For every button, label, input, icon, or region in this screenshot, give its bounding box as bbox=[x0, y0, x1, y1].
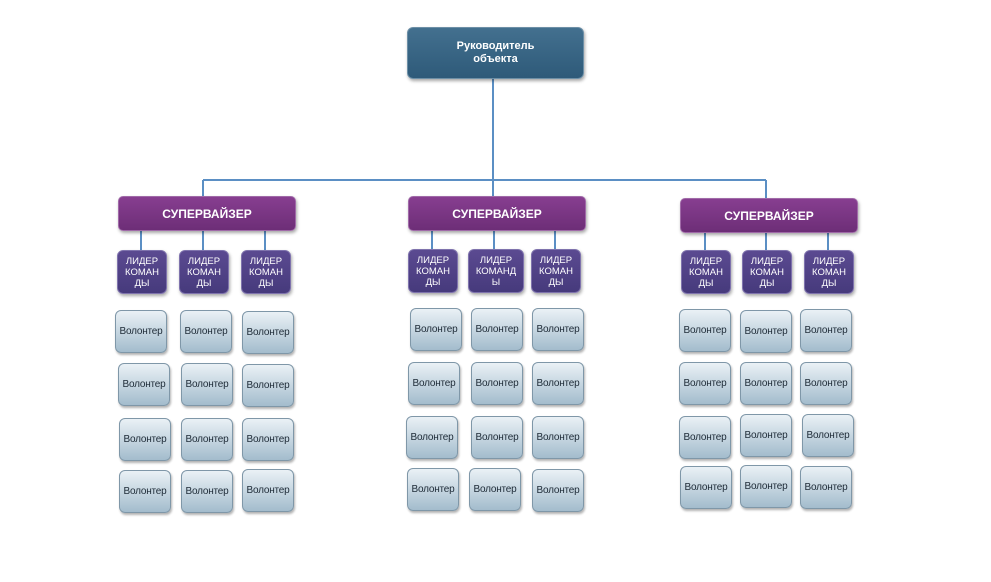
volunteer-box: Волонтер bbox=[800, 309, 852, 352]
volunteer-box: Волонтер bbox=[740, 414, 792, 457]
team-leader-box: ЛИДЕР КОМАНД Ы bbox=[468, 249, 524, 293]
supervisor-label: СУПЕРВАЙЗЕР bbox=[724, 208, 814, 223]
volunteer-box: Волонтер bbox=[118, 363, 170, 406]
leader-label-line: ДЫ bbox=[258, 277, 274, 289]
supervisor-box: СУПЕРВАЙЗЕР bbox=[408, 196, 586, 231]
leader-label-line: КОМАНД bbox=[475, 265, 517, 277]
volunteer-box: Волонтер bbox=[242, 469, 294, 512]
volunteer-box: Волонтер bbox=[471, 308, 523, 351]
volunteer-box: Волонтер bbox=[115, 310, 167, 353]
leader-label-line: ЛИДЕР bbox=[539, 254, 573, 266]
volunteer-box: Волонтер bbox=[800, 362, 852, 405]
volunteer-box: Волонтер bbox=[679, 416, 731, 459]
leader-label-line: ЛИДЕР bbox=[750, 255, 784, 267]
leader-label-line: ДЫ bbox=[134, 277, 150, 289]
volunteer-box: Волонтер bbox=[680, 466, 732, 509]
volunteer-box: Волонтер bbox=[740, 362, 792, 405]
volunteer-box: Волонтер bbox=[407, 468, 459, 511]
volunteer-box: Волонтер bbox=[532, 416, 584, 459]
supervisor-label: СУПЕРВАЙЗЕР bbox=[452, 206, 542, 221]
leader-label-line: ДЫ bbox=[759, 277, 775, 289]
leader-label-line: КОМАН bbox=[416, 265, 450, 277]
volunteer-box: Волонтер bbox=[406, 416, 458, 459]
volunteer-box: Волонтер bbox=[471, 362, 523, 405]
team-leader-box: ЛИДЕР КОМАН ДЫ bbox=[742, 250, 792, 294]
leader-label-line: КОМАН bbox=[812, 266, 846, 278]
volunteer-box: Волонтер bbox=[242, 311, 294, 354]
leader-label-line: Ы bbox=[491, 276, 501, 288]
head-label-line1: Руководитель bbox=[456, 40, 535, 52]
leader-label-line: КОМАН bbox=[539, 265, 573, 277]
supervisor-box: СУПЕРВАЙЗЕР bbox=[680, 198, 858, 233]
volunteer-box: Волонтер bbox=[800, 466, 852, 509]
head-box: Руководитель объекта bbox=[407, 27, 584, 79]
volunteer-box: Волонтер bbox=[242, 418, 294, 461]
volunteer-box: Волонтер bbox=[679, 362, 731, 405]
team-leader-box: ЛИДЕР КОМАН ДЫ bbox=[117, 250, 167, 294]
volunteer-box: Волонтер bbox=[181, 470, 233, 513]
volunteer-box: Волонтер bbox=[181, 418, 233, 461]
volunteer-box: Волонтер bbox=[740, 310, 792, 353]
volunteer-box: Волонтер bbox=[532, 469, 584, 512]
volunteer-box: Волонтер bbox=[181, 363, 233, 406]
team-leader-box: ЛИДЕР КОМАН ДЫ bbox=[408, 249, 458, 293]
leader-label-line: КОМАН bbox=[249, 266, 283, 278]
team-leader-box: ЛИДЕР КОМАН ДЫ bbox=[531, 249, 581, 293]
leader-label-line: ЛИДЕР bbox=[416, 254, 450, 266]
team-leader-box: ЛИДЕР КОМАН ДЫ bbox=[179, 250, 229, 294]
leader-label-line: КОМАН bbox=[125, 266, 159, 278]
volunteer-box: Волонтер bbox=[408, 362, 460, 405]
volunteer-box: Волонтер bbox=[532, 308, 584, 351]
leader-label-line: ЛИДЕР bbox=[187, 255, 221, 267]
volunteer-box: Волонтер bbox=[471, 416, 523, 459]
leader-label-line: ЛИДЕР bbox=[689, 255, 723, 267]
leader-label-line: КОМАН bbox=[750, 266, 784, 278]
leader-label-line: ЛИДЕР bbox=[479, 254, 513, 266]
leader-label-line: ЛИДЕР bbox=[125, 255, 159, 267]
team-leader-box: ЛИДЕР КОМАН ДЫ bbox=[804, 250, 854, 294]
leader-label-line: ЛИДЕР bbox=[812, 255, 846, 267]
head-label-line2: объекта bbox=[473, 53, 518, 65]
volunteer-box: Волонтер bbox=[740, 465, 792, 508]
leader-label-line: ДЫ bbox=[425, 276, 441, 288]
volunteer-box: Волонтер bbox=[679, 309, 731, 352]
volunteer-box: Волонтер bbox=[532, 362, 584, 405]
volunteer-box: Волонтер bbox=[242, 364, 294, 407]
leader-label-line: ЛИДЕР bbox=[249, 255, 283, 267]
team-leader-box: ЛИДЕР КОМАН ДЫ bbox=[241, 250, 291, 294]
leader-label-line: ДЫ bbox=[196, 277, 212, 289]
volunteer-box: Волонтер bbox=[119, 418, 171, 461]
supervisor-label: СУПЕРВАЙЗЕР bbox=[162, 206, 252, 221]
leader-label-line: ДЫ bbox=[548, 276, 564, 288]
leader-label-line: КОМАН bbox=[689, 266, 723, 278]
leader-label-line: ДЫ bbox=[698, 277, 714, 289]
volunteer-box: Волонтер bbox=[180, 310, 232, 353]
team-leader-box: ЛИДЕР КОМАН ДЫ bbox=[681, 250, 731, 294]
leader-label-line: КОМАН bbox=[187, 266, 221, 278]
volunteer-box: Волонтер bbox=[410, 308, 462, 351]
volunteer-box: Волонтер bbox=[802, 414, 854, 457]
leader-label-line: ДЫ bbox=[821, 277, 837, 289]
volunteer-box: Волонтер bbox=[119, 470, 171, 513]
supervisor-box: СУПЕРВАЙЗЕР bbox=[118, 196, 296, 231]
volunteer-box: Волонтер bbox=[469, 468, 521, 511]
